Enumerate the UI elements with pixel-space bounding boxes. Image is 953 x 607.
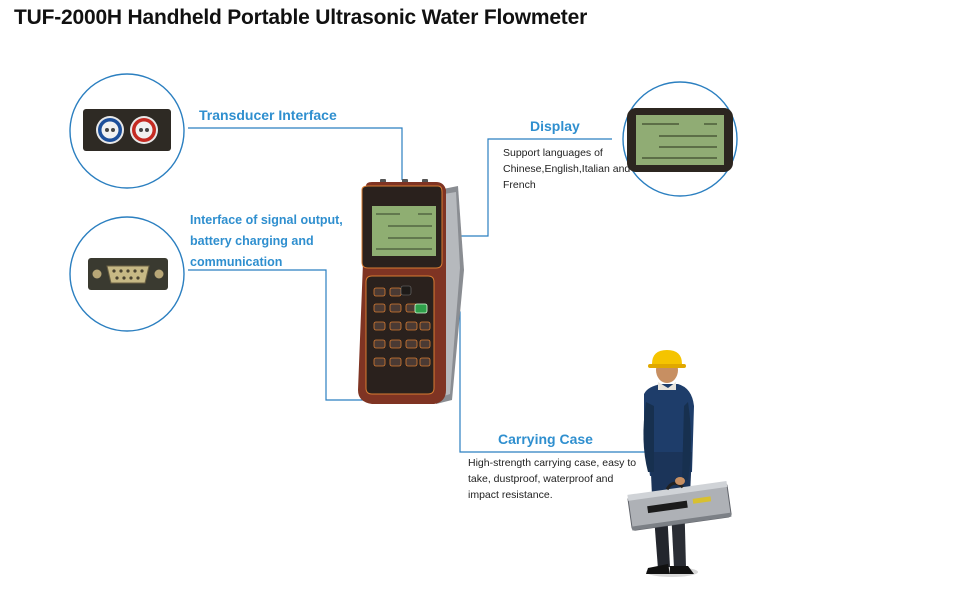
signal-interface-label-line: battery charging and	[190, 234, 314, 248]
carrying-case-description-line: High-strength carrying case, easy to	[468, 457, 637, 469]
signal-connector	[188, 269, 378, 401]
display-label: Display	[530, 118, 580, 134]
transducer-connector	[188, 127, 403, 180]
transducer-interface-label: Transducer Interface	[199, 107, 337, 123]
display-closeup-image	[622, 81, 738, 197]
signal-port-image	[69, 216, 185, 332]
carrying-case-description-line: take, dustproof, waterproof and	[468, 473, 614, 485]
carrying-case-description-line: impact resistance.	[468, 489, 553, 501]
flowmeter-device-image	[358, 179, 464, 404]
display-description-line: Support languages of	[503, 147, 603, 159]
display-description-line: French	[503, 179, 536, 191]
worker-with-case-image	[627, 350, 732, 577]
display-description-line: Chinese,English,Italian and	[503, 163, 631, 175]
signal-interface-label: Interface of signal output, battery char…	[190, 210, 343, 273]
transducer-connector-image	[69, 73, 185, 189]
display-description: Support languages of Chinese,English,Ita…	[503, 145, 630, 193]
signal-interface-label-line: communication	[190, 255, 283, 269]
page-title: TUF-2000H Handheld Portable Ultrasonic W…	[14, 6, 588, 29]
carrying-case-label: Carrying Case	[498, 431, 593, 447]
signal-interface-label-line: Interface of signal output,	[190, 213, 343, 227]
display-connector	[440, 138, 612, 237]
carrying-case-description: High-strength carrying case, easy to tak…	[468, 455, 636, 503]
